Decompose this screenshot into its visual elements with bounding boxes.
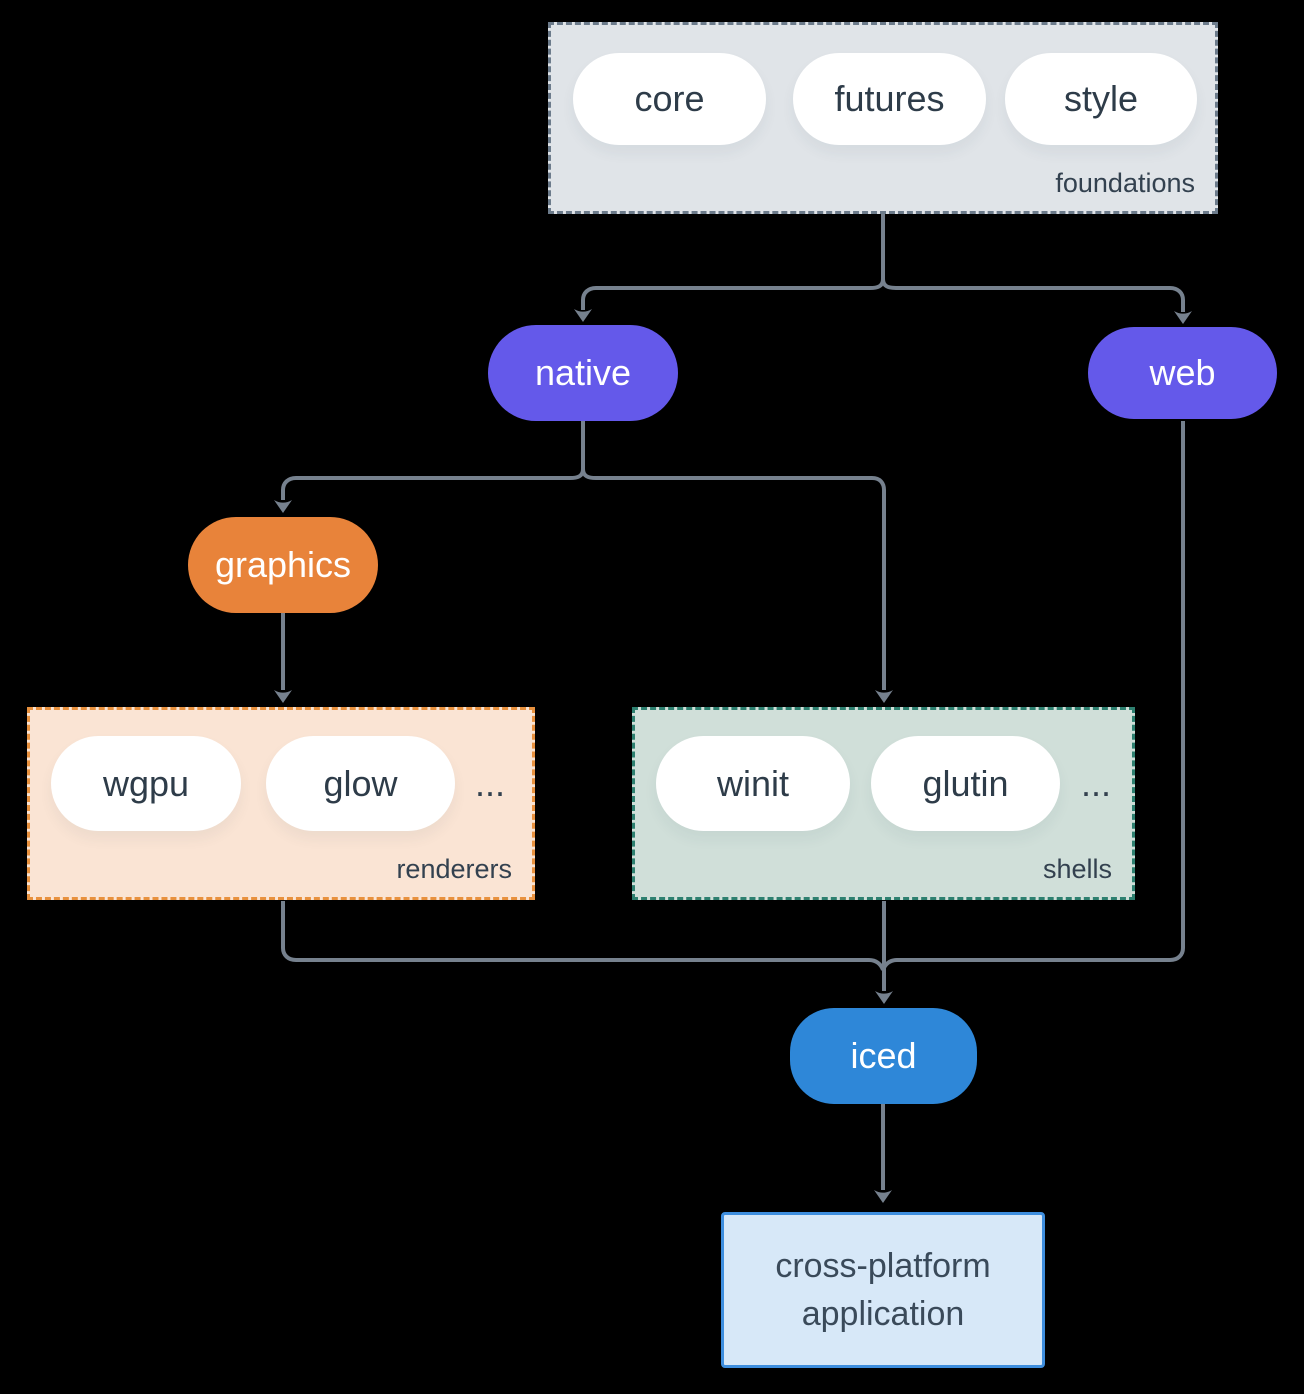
edge-foundations-split (574, 214, 1192, 324)
node-glutin: glutin (871, 736, 1060, 831)
node-application: cross-platform application (721, 1212, 1045, 1368)
shells-label: shells (1042, 854, 1112, 884)
node-winit: winit (656, 736, 850, 831)
edge-graphics-renderers (274, 613, 292, 703)
shells-ellipsis: ... (1080, 762, 1111, 804)
foundations-label: foundations (1055, 168, 1195, 198)
node-style: style (1005, 53, 1197, 145)
node-iced: iced (790, 1008, 977, 1104)
renderers-label: renderers (396, 854, 512, 884)
group-foundations: core futures style foundations (548, 22, 1218, 214)
node-native: native (488, 325, 678, 421)
group-shells: winit glutin ... shells (632, 707, 1135, 900)
edge-merge-iced (281, 421, 1185, 1004)
edge-iced-application (874, 1104, 892, 1203)
renderers-ellipsis: ... (474, 762, 505, 804)
node-futures: futures (793, 53, 986, 145)
node-graphics: graphics (188, 517, 378, 613)
edge-native-split (274, 421, 893, 703)
node-web: web (1088, 327, 1277, 419)
node-core: core (573, 53, 766, 145)
node-glow: glow (266, 736, 455, 831)
group-renderers: wgpu glow ... renderers (27, 707, 535, 900)
node-wgpu: wgpu (51, 736, 241, 831)
